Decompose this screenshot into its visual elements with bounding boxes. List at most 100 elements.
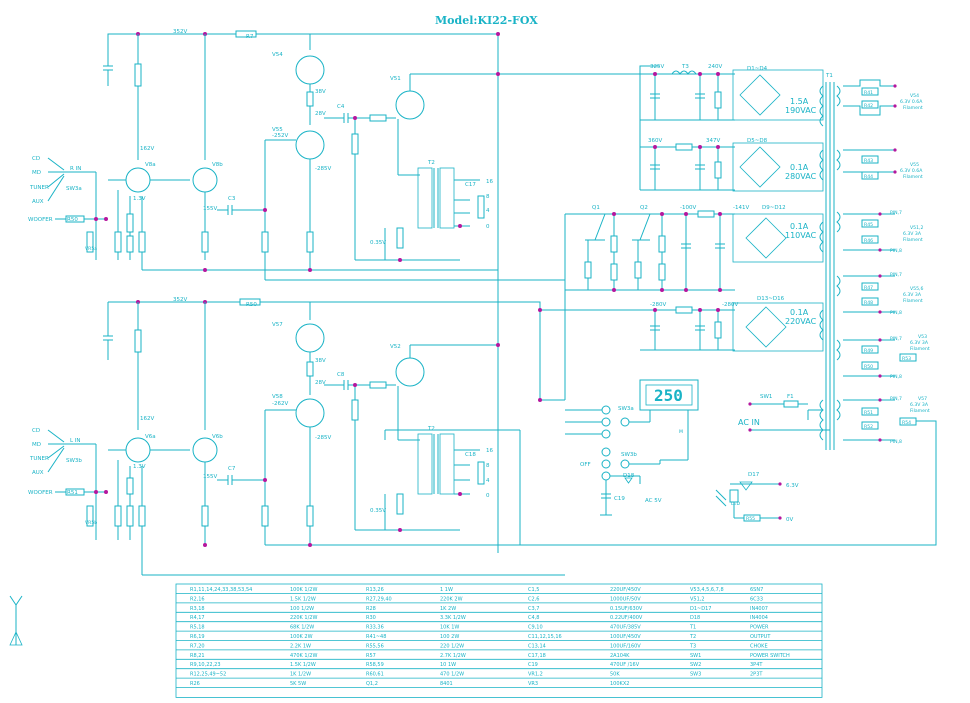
filament-winding-1: R41 R42 V54 6.3V 0.6A Filament (843, 79, 923, 116)
svg-text:R54: R54 (902, 420, 911, 426)
bom-cell: 50K (610, 672, 620, 678)
bridge-d1-d4: D1~D4 1.5A 190VAC (732, 66, 824, 121)
meter-label: M (679, 429, 683, 435)
upper-v8b-cath: 155V (203, 206, 217, 212)
upper-driver-top: V54 (272, 52, 283, 58)
bom-cell: D18 (690, 615, 700, 621)
svg-text:PIN,7: PIN,7 (890, 272, 902, 278)
resistor-r26 (396, 493, 404, 515)
bom-cell: C4,8 (528, 615, 539, 621)
input-lower-woofer: WOOFER (28, 490, 53, 496)
bom-cell: C11,12,15,16 (528, 634, 562, 640)
lower-plate-v: 162V (140, 416, 154, 422)
control-section: 250 M SW3a SW3b OFF D18 C19 AC 5V SW1 F1… (565, 379, 810, 523)
bom-cell: C17,18 (528, 653, 546, 659)
bom-cell: R12,25,49~52 (190, 672, 226, 678)
resistor-r4 (134, 63, 142, 87)
bom-cell: 100 1/2W (290, 606, 314, 612)
upper-drv-v3: -252V (272, 133, 288, 139)
psu-neg3: -280V (650, 302, 666, 308)
resistor-r17 (134, 329, 142, 353)
bom-cell: R2,16 (190, 596, 205, 602)
upper-drv-v2: 28V (315, 111, 326, 117)
bom-cell: 100 2W (440, 634, 459, 640)
bom-cell: R41~48 (366, 634, 386, 640)
zero-v-label: 0V (786, 517, 793, 523)
bom-cell: 470UF/385V (610, 625, 641, 631)
bom-cell: IN4004 (750, 615, 768, 621)
bom-cell: Q1,2 (366, 681, 378, 687)
bom-cell: R33,36 (366, 625, 384, 631)
svg-text:R43: R43 (864, 158, 873, 164)
svg-text:6.3V 3A: 6.3V 3A (910, 340, 929, 346)
input-lower-src-tuner: TUNER (29, 456, 49, 462)
off-label: OFF (580, 462, 591, 468)
svg-text:V54: V54 (910, 93, 919, 99)
svg-text:Filament: Filament (903, 298, 923, 304)
bom-cell: 100K 2W (290, 634, 313, 640)
fuse-label: F1 (787, 394, 794, 400)
resistor-r2 (126, 213, 134, 233)
tube-v8b (192, 167, 218, 193)
lower-out-tube: V52 (390, 344, 401, 350)
resistor-r40 (714, 321, 722, 339)
v63-label: 6.3V (786, 483, 799, 489)
psu-rail2: 360V (648, 138, 662, 144)
svg-text:Filament: Filament (903, 237, 923, 243)
svg-text:0.1A: 0.1A (790, 163, 809, 172)
input-lower-res: R51 (67, 490, 78, 496)
lower-fb-v: 0.35V (370, 508, 386, 514)
bom-cell: VR1,2 (528, 672, 543, 678)
psu-neg1: -100V (680, 205, 696, 211)
resistor-r9 (201, 231, 209, 253)
bom-cell: 470 1/2W (440, 672, 464, 678)
lower-tap-0: 0 (486, 493, 490, 499)
lower-drv-v2: 28V (315, 380, 326, 386)
resistor-r32 (714, 91, 722, 109)
bom-cell: 470K 1/2W (290, 653, 317, 659)
bom-cell: 0.22UF/400V (610, 615, 643, 621)
tube-v57 (295, 323, 325, 353)
bom-cell: C9,10 (528, 625, 543, 631)
bom-cell: R60,61 (366, 672, 384, 678)
bom-cell: 100K 1/2W (290, 587, 317, 593)
vr2 (658, 235, 666, 253)
filament-winding-6: R51 R52 PIN,7 PIN,8 R54 V57 6.3V 3A Fila… (843, 396, 930, 445)
svg-text:V53: V53 (918, 334, 927, 340)
svg-text:V55,6: V55,6 (910, 286, 923, 292)
bom-cell: 5K 5W (290, 681, 306, 687)
svg-text:R41: R41 (864, 90, 873, 96)
bom-cell: CHOKE (750, 643, 768, 649)
resistor-r30 (697, 210, 715, 218)
vr1 (610, 235, 618, 253)
bom-cell: 1K 1/2W (290, 672, 311, 678)
resistor-r38 (477, 461, 485, 485)
bom-cell: OUTPUT (750, 634, 771, 640)
tube-v58 (295, 398, 325, 428)
tube-v55 (295, 130, 325, 160)
lower-channel: 352V R50 162V V6a 1.3V V6b 155V C7 (103, 297, 565, 576)
psu-rail2b: 347V (706, 138, 720, 144)
bom-cell: C19 (528, 662, 538, 668)
bom-cell: 100KX2 (610, 681, 629, 687)
bom-cell: 220UF/450V (610, 587, 641, 593)
svg-text:R48: R48 (864, 300, 873, 306)
filament-winding-5: R49 R50 PIN,7 PIN,8 R53 V53 6.3V 3A Fila… (843, 334, 930, 380)
led (729, 489, 739, 503)
bom-cell: C1,5 (528, 587, 539, 593)
bom-cell: 220K 2W (440, 596, 463, 602)
resistor-r29 (675, 143, 693, 151)
resistor-r20 (239, 298, 261, 306)
bom-cell: 8401 (440, 681, 453, 687)
bom-cell: R1,11,14,24,33,38,53,54 (190, 587, 252, 593)
bom-cell: 1.5K 1/2W (290, 662, 316, 668)
schematic-title: Model:KI22-FOX (435, 14, 538, 27)
svg-text:6.3V 0.6A: 6.3V 0.6A (900, 99, 923, 105)
bom-cell: 10 1W (440, 662, 456, 668)
upper-tap-0: 0 (486, 224, 490, 230)
upper-tap-4: 4 (486, 208, 490, 214)
lower-tap-4: 4 (486, 478, 490, 484)
input-lower: CD MD TUNER AUX WOOFER L IN SW3b R51 VR5… (28, 428, 126, 540)
bom-cell: V53,4,5,6,7,8 (690, 587, 724, 593)
lower-cap-c18: C18 (465, 452, 476, 458)
